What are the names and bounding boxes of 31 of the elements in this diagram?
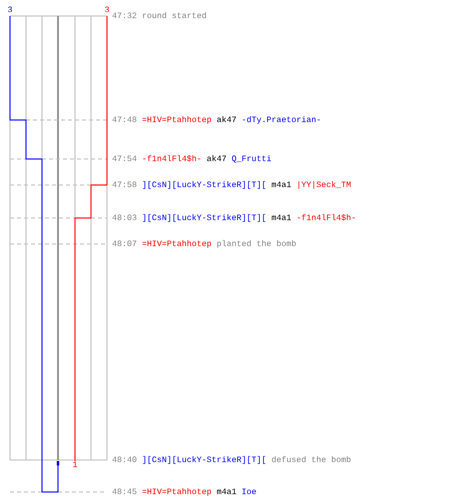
weapon-name: m4a1 [217,488,236,494]
weapon-name: m4a1 [272,214,291,220]
event-text: round started [142,12,206,18]
player-name: Q_Frutti [232,155,272,163]
player-name: -f1n4lFl4$h- [298,214,355,221]
event-text: planted the bomb [217,240,296,248]
time-label: 48:40 [112,456,136,462]
player-name: =HIV=Ptahhotep [142,240,212,248]
player-name: -dTy.Praetorian- [242,116,320,124]
player-name: -f1n4lFl4$h- [143,155,200,162]
weapon-name: ak47 [217,116,236,122]
player-name: =HIV=Ptahhotep [142,488,212,496]
player-count: 3 [105,6,109,12]
time-label: 48:07 [112,240,136,246]
event-text: defused the bomb [272,456,351,462]
time-label: 47:54 [112,156,136,162]
time-label: 47:32 [112,12,136,18]
player-name: =HIV=Ptahhotep [142,116,212,124]
player-count: 3 [8,6,12,12]
player-count: 1 [73,462,78,468]
weapon-name: m4a1 [272,182,291,188]
time-label: 47:58 [112,182,136,188]
weapon-name: ak47 [207,155,226,162]
player-name: ][CsN][LuckY-StrikeR][T][ [143,456,266,464]
time-label: 48:03 [112,214,136,220]
time-label: 47:48 [112,116,136,122]
player-name: ][CsN][LuckY-StrikeR][T][ [143,181,266,189]
player-name: |YY|Seck_TM [298,181,351,189]
time-label: 48:45 [112,488,136,494]
player-name: ][CsN][LuckY-StrikeR][T][ [143,214,266,222]
player-name: Ioe [242,488,256,494]
